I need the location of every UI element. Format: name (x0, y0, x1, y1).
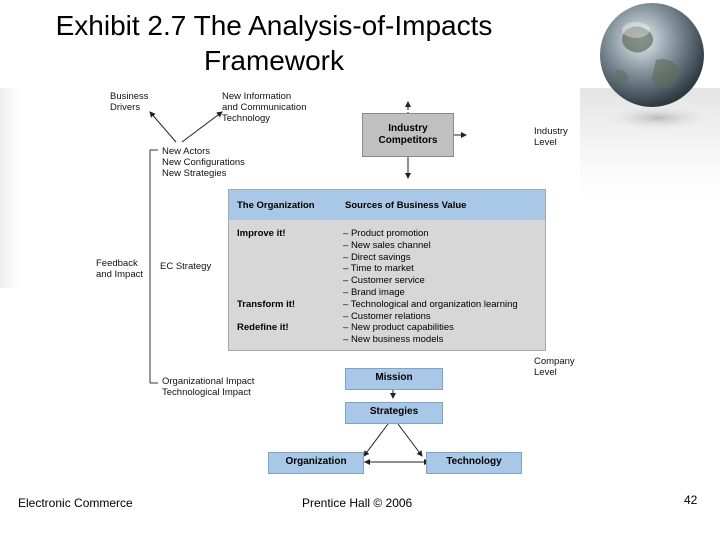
sources-list: Product promotionNew sales channelDirect… (343, 228, 518, 346)
source-item: New business models (343, 334, 518, 346)
business-drivers-label: Business Drivers (110, 91, 149, 113)
source-item: Product promotion (343, 228, 518, 240)
mission-box: Mission (345, 368, 443, 390)
source-item: New product capabilities (343, 322, 518, 334)
transform-label: Transform it! (237, 299, 296, 310)
ec-strategy-label: EC Strategy (160, 261, 212, 272)
industry-level-label: Industry Level (534, 126, 568, 148)
slide-side-shade (0, 88, 20, 288)
arrow-business-drivers (149, 111, 177, 143)
redefine-label: Redefine it! (237, 322, 289, 333)
globe-icon (586, 0, 720, 150)
new-technology-label: New Information and Communication Techno… (222, 91, 307, 124)
new-actors-label: New Actors New Configurations New Strate… (162, 146, 245, 179)
source-item: Technological and organization learning (343, 299, 518, 311)
header-organization: The Organization (237, 200, 315, 211)
impacts-label: Organizational Impact Technological Impa… (162, 376, 255, 398)
slide-title: Exhibit 2.7 The Analysis-of-Impacts Fram… (55, 10, 493, 76)
footer-center: Prentice Hall © 2006 (302, 496, 413, 510)
source-item: New sales channel (343, 240, 518, 252)
source-item: Customer relations (343, 311, 518, 323)
source-item: Direct savings (343, 252, 518, 264)
company-level-label: Company Level (534, 356, 575, 378)
organization-table-header: The Organization Sources of Business Val… (229, 190, 545, 220)
header-sources: Sources of Business Value (345, 200, 467, 211)
improve-label: Improve it! (237, 228, 286, 239)
arrow-to-organization (363, 423, 389, 457)
page-number: 42 (684, 493, 698, 507)
arrow-new-technology (181, 111, 223, 143)
footer-left: Electronic Commerce (18, 496, 133, 510)
feedback-label: Feedback and Impact (96, 258, 143, 280)
technology-box: Technology (426, 452, 522, 474)
organization-box: Organization (268, 452, 364, 474)
source-item: Customer service (343, 275, 518, 287)
strategies-box: Strategies (345, 402, 443, 424)
industry-competitors-box: Industry Competitors (362, 113, 454, 157)
organization-table: The Organization Sources of Business Val… (228, 189, 546, 351)
arrow-to-technology (397, 423, 423, 457)
source-item: Brand image (343, 287, 518, 299)
source-item: Time to market (343, 263, 518, 275)
